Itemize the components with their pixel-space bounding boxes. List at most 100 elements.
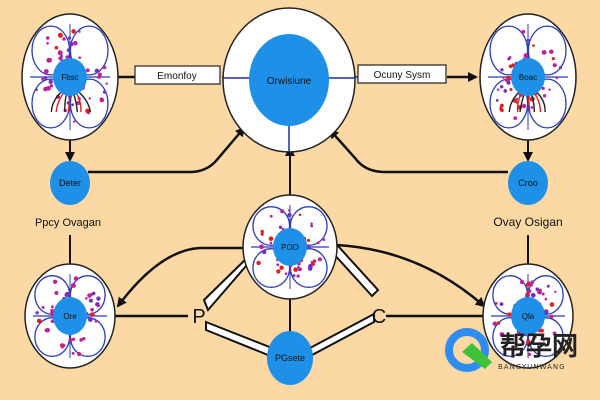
cell-dot	[292, 274, 296, 278]
cell-dot	[49, 84, 54, 88]
watermark-cn: 帮孕网	[500, 332, 578, 362]
marker-p: P	[192, 306, 205, 328]
box-right[interactable]: Ocuny Sysm	[357, 64, 447, 84]
cell-dot	[558, 66, 563, 70]
cell-dot	[307, 245, 311, 250]
cell-dot	[62, 37, 66, 41]
cell-dot	[543, 309, 549, 315]
cell-dot	[555, 76, 559, 80]
cell-dot	[530, 280, 535, 284]
cell-dot	[43, 69, 49, 74]
cell-dot	[544, 297, 548, 301]
cell-dot	[552, 63, 557, 68]
cell-dot	[102, 65, 107, 70]
cell-dot	[527, 352, 532, 356]
node-left-label: Deter	[59, 178, 81, 188]
beam-c-to-center	[330, 244, 380, 298]
cell-center-label: POO	[281, 243, 299, 252]
cell-dot	[548, 88, 551, 91]
cell-dot	[82, 337, 86, 341]
node-right[interactable]: Croo	[508, 161, 548, 205]
cell-dot	[71, 103, 74, 107]
cell-dot	[500, 85, 504, 89]
box-right-label: Ocuny Sysm	[374, 70, 431, 81]
cell-dot	[44, 328, 49, 333]
cell-dot	[508, 56, 512, 59]
cell-dot	[85, 68, 90, 73]
node-left[interactable]: Deter	[50, 161, 90, 205]
cell-dot	[554, 290, 557, 293]
cell-dot	[88, 97, 91, 100]
cell-top-left[interactable]: Fbsc	[21, 13, 119, 141]
cell-dot	[308, 264, 313, 269]
cell-dot	[269, 241, 273, 245]
cell-bottom-left[interactable]: Ore	[24, 263, 116, 369]
cell-dot	[87, 293, 92, 298]
cell-dot	[316, 241, 320, 245]
cell-dot	[260, 232, 264, 236]
node-bottom[interactable]: PGsete	[267, 331, 313, 385]
cell-dot	[260, 229, 264, 234]
box-left[interactable]: Emonfoy	[134, 65, 221, 85]
cell-dot	[99, 97, 103, 100]
cell-dot	[298, 213, 302, 217]
cell-dot	[50, 319, 55, 324]
nucleus	[511, 58, 545, 96]
cell-dot	[35, 88, 38, 91]
cell-dot	[541, 50, 547, 55]
cell-dot	[71, 337, 76, 341]
cell-dot	[541, 337, 546, 342]
cell-dot	[90, 307, 94, 312]
cell-dot	[508, 64, 513, 69]
cell-dot	[68, 41, 74, 47]
caption-left: Ppcy Ovagan	[35, 217, 101, 229]
cell-dot	[535, 287, 540, 292]
cell-dot	[539, 288, 542, 292]
cell-dot	[549, 49, 554, 54]
cell-bottom-right[interactable]: Qla	[482, 263, 574, 369]
cell-dot	[36, 318, 42, 324]
cell-dot	[78, 30, 81, 33]
cell-dot	[312, 259, 317, 263]
cell-dot	[52, 279, 58, 284]
cell-dot	[284, 272, 288, 276]
cell-dot	[297, 267, 302, 272]
cell-dot	[105, 82, 108, 85]
center-node[interactable]: Orwisiune	[222, 7, 356, 153]
cell-dot	[85, 297, 88, 300]
cell-dot	[306, 238, 310, 243]
cell-dot	[519, 279, 525, 285]
nucleus	[273, 228, 307, 266]
cell-dot	[546, 284, 550, 288]
cell-dot	[78, 56, 81, 59]
cell-dot	[90, 312, 95, 317]
cell-dot	[46, 85, 51, 91]
cell-dot	[66, 48, 71, 52]
cell-dot	[288, 209, 291, 212]
cell-dot	[288, 268, 292, 271]
cell-dot	[496, 88, 500, 91]
cell-dot	[88, 317, 93, 322]
cell-dot	[542, 94, 547, 98]
cell-dot	[88, 298, 93, 303]
cell-dot	[68, 338, 73, 343]
cell-dot	[509, 88, 513, 91]
watermark-en: BANGYUNWANG	[498, 363, 566, 371]
cell-dot	[256, 260, 261, 266]
node-right-label: Croo	[518, 178, 538, 188]
cell-dot	[46, 57, 52, 63]
cell-dot	[67, 36, 72, 40]
cell-top-right[interactable]: Boac	[479, 13, 577, 141]
cell-center[interactable]: POO	[242, 194, 338, 300]
cell-dot	[268, 236, 274, 241]
cell-dot	[71, 29, 76, 34]
nucleus	[53, 297, 87, 335]
cell-dot	[317, 257, 322, 262]
cell-dot	[97, 72, 102, 77]
cell-dot	[494, 302, 498, 305]
beam-p-to-bottom	[205, 320, 274, 357]
cell-dot	[541, 86, 545, 90]
cell-dot	[530, 292, 536, 298]
marker-c: C	[372, 306, 386, 328]
cell-dot	[262, 249, 267, 255]
